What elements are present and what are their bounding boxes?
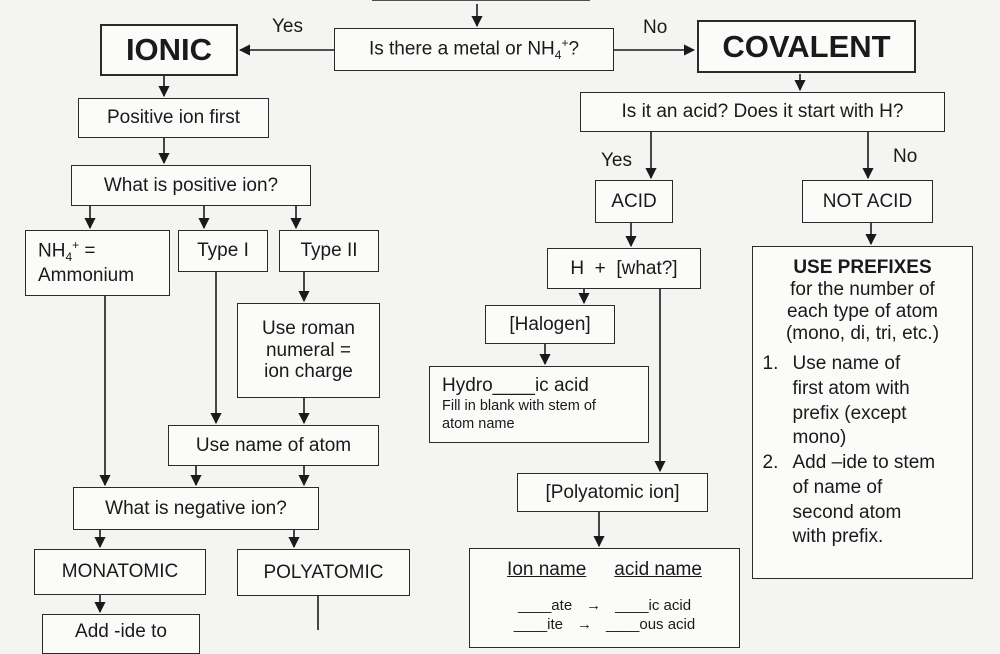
edge-label-no-covalent: No: [643, 17, 668, 38]
ion-name-header: Ion name: [507, 559, 587, 580]
edge-label-yes-ionic: Yes: [272, 16, 303, 37]
flow-arrows: [84, 0, 877, 630]
ion-row1-acid: ____ic acid: [615, 596, 692, 614]
step-1-line: first atom with: [792, 378, 910, 400]
hydro-title: Hydro____ic acid: [442, 375, 589, 397]
prefixes-line-1: for the number of: [790, 278, 935, 300]
what-positive-node: What is positive ion?: [71, 165, 311, 206]
step-2-line: Add –ide to stem: [792, 452, 936, 474]
monatomic-node: MONATOMIC: [34, 549, 206, 595]
roman-line-1: Use roman: [262, 317, 355, 339]
prefixes-step-2: 2. Add –ide to stem of name of second at…: [763, 451, 963, 550]
step-1-number: 1.: [762, 353, 779, 375]
h-what-node: H + [what?]: [547, 248, 701, 289]
edge-label-no-acid: No: [893, 146, 918, 167]
positive-first-node: Positive ion first: [78, 98, 269, 138]
question-metal-text: Is there a metal or NH4+?: [368, 35, 580, 62]
hydro-note-1: Fill in blank with stem of: [442, 398, 596, 415]
prefixes-line-2: each type of atom: [786, 300, 939, 322]
acid-node: ACID: [595, 180, 673, 223]
polyatomic-ion-node: [Polyatomic ion]: [517, 473, 708, 512]
is-acid-node: Is it an acid? Does it start with H?: [580, 92, 945, 132]
ion-acid-table-node: Ion name acid name ____ate → ____ic acid…: [469, 548, 740, 648]
ion-row2-ion: ____ite: [513, 616, 563, 634]
covalent-node: COVALENT: [697, 20, 916, 73]
roman-line-3: ion charge: [264, 361, 353, 383]
ion-row2-acid: ____ous acid: [605, 616, 696, 634]
step-2-number: 2.: [762, 452, 779, 474]
use-prefixes-node: USE PREFIXES for the number of each type…: [752, 246, 973, 579]
prefixes-step-1: 1. Use name of first atom with prefix (e…: [763, 352, 963, 451]
question-metal-node: Is there a metal or NH4+?: [334, 28, 614, 71]
what-negative-node: What is negative ion?: [73, 487, 319, 530]
ion-row1-ion: ____ate: [517, 596, 573, 614]
prefixes-steps: 1. Use name of first atom with prefix (e…: [763, 352, 963, 550]
ion-row1-arrow: →: [586, 596, 602, 614]
step-1-line: Use name of: [792, 353, 901, 375]
polyatomic-node: POLYATOMIC: [237, 549, 410, 596]
roman-numeral-node: Use roman numeral = ion charge: [237, 303, 380, 398]
ammonium-formula: NH4+ =: [38, 238, 96, 265]
type2-node: Type II: [279, 230, 379, 272]
roman-line-2: numeral =: [265, 339, 351, 361]
step-2-line: second atom: [792, 501, 902, 523]
prefixes-title: USE PREFIXES: [793, 257, 932, 278]
use-name-atom-node: Use name of atom: [168, 425, 379, 466]
edge-label-yes-acid: Yes: [601, 150, 632, 171]
hydro-note-2: atom name: [442, 416, 515, 433]
not-acid-node: NOT ACID: [802, 180, 933, 223]
ammonium-label: Ammonium: [38, 265, 135, 287]
halogen-node: [Halogen]: [485, 305, 615, 344]
ammonium-node: NH4+ = Ammonium: [25, 230, 170, 296]
add-ide-node: Add -ide to: [42, 614, 200, 654]
ion-row2-arrow: →: [576, 616, 592, 634]
ionic-node: IONIC: [100, 24, 238, 76]
type1-node: Type I: [178, 230, 268, 272]
step-1-line: prefix (except: [792, 402, 907, 424]
hydro-ic-acid-node: Hydro____ic acid Fill in blank with stem…: [429, 366, 649, 443]
prefixes-line-3: (mono, di, tri, etc.): [785, 322, 940, 344]
step-2-line: with prefix.: [792, 526, 884, 548]
acid-name-header: acid name: [614, 559, 702, 580]
step-1-line: mono): [792, 427, 847, 449]
step-2-line: of name of: [792, 476, 883, 498]
